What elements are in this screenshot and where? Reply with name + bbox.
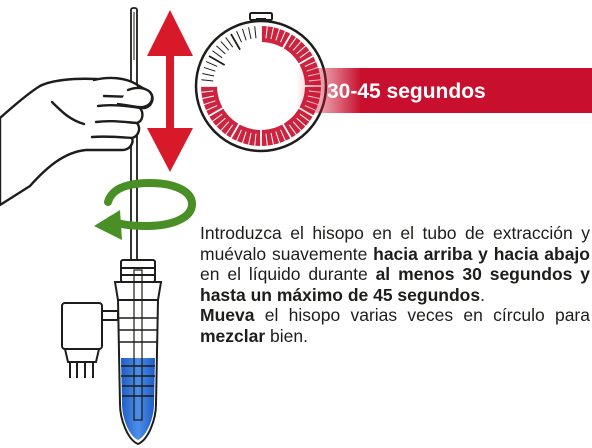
stopwatch-tick xyxy=(280,30,286,43)
circular-rotation-arrow-icon xyxy=(94,178,196,240)
stopwatch-tick xyxy=(202,95,215,99)
stopwatch-tick xyxy=(230,33,241,51)
stopwatch-tick xyxy=(288,124,297,135)
stopwatch-tick xyxy=(248,27,252,40)
stopwatch-tick xyxy=(280,129,286,142)
stopwatch-tick xyxy=(208,55,226,66)
stopwatch-tick xyxy=(203,66,216,72)
instruction-emphasis: al menos 30 segundos y hasta un máximo d… xyxy=(200,264,590,305)
stopwatch-tick xyxy=(203,100,216,106)
stopwatch-tick xyxy=(205,105,218,111)
instruction-paragraph-2: Mueva el hisopo varias veces en círculo … xyxy=(200,305,590,346)
timer-label: 30-45 segundos xyxy=(327,80,486,103)
stopwatch-tick xyxy=(225,124,234,135)
stopwatch-tick xyxy=(265,133,268,146)
stopwatch-tick xyxy=(212,113,223,122)
stopwatch-tick xyxy=(230,121,241,139)
instruction-paragraph-1: Introduzca el hisopo en el tubo de extra… xyxy=(200,223,590,305)
instruction-emphasis: hacia arriba y hacia abajo xyxy=(373,243,590,264)
stopwatch-tick xyxy=(299,50,310,59)
stopwatch-tick xyxy=(281,33,292,51)
extraction-tube-icon xyxy=(61,259,163,446)
stopwatch-tick xyxy=(220,121,230,131)
hand-holding-swab-icon xyxy=(0,76,154,207)
stopwatch-tick xyxy=(205,61,218,67)
stopwatch-tick xyxy=(275,131,281,144)
stopwatch-tick xyxy=(201,90,214,93)
instruction-text: . xyxy=(480,284,485,305)
instruction-text: bien. xyxy=(265,325,308,346)
up-down-arrow-icon xyxy=(147,10,193,172)
instruction-emphasis: Mueva xyxy=(200,305,255,325)
stopwatch-tick xyxy=(265,26,268,39)
stopwatch-tick xyxy=(296,117,306,127)
stopwatch-tick xyxy=(254,133,257,146)
stopwatch-tick xyxy=(254,26,257,39)
instruction-text: el hisopo varias veces en círculo para xyxy=(254,305,590,325)
stopwatch-tick xyxy=(201,79,214,82)
stopwatch-tick xyxy=(292,121,302,131)
instruction-text: Introduzca el hisopo en el tubo de extra… xyxy=(200,223,590,264)
instruction-emphasis: mezclar xyxy=(200,325,266,346)
stopwatch-tick xyxy=(281,121,292,139)
stopwatch-tick xyxy=(275,28,281,41)
stopwatch-tick xyxy=(212,50,223,59)
stopwatch-tick xyxy=(236,129,242,142)
stopwatch-tick xyxy=(248,132,252,145)
stopwatch-tick xyxy=(236,30,242,43)
stopwatch-tick xyxy=(296,55,314,66)
instruction-text: en el líquido durante xyxy=(200,264,376,284)
timer-badge: 30-45 segundos xyxy=(296,68,592,113)
stopwatch-tick xyxy=(270,27,274,40)
stopwatch-tick xyxy=(241,131,247,144)
stopwatch-tick xyxy=(296,45,306,55)
stopwatch-tick xyxy=(225,37,234,48)
stopwatch-tick xyxy=(288,37,297,48)
stopwatch-tick xyxy=(220,41,230,51)
stopwatch-tick xyxy=(292,41,302,51)
stopwatch-tick xyxy=(241,28,247,41)
instructions: Introduzca el hisopo en el tubo de extra… xyxy=(200,223,590,346)
stopwatch-tick xyxy=(304,61,317,67)
stopwatch-tick xyxy=(299,113,310,122)
stopwatch-tick xyxy=(216,117,226,127)
stopwatch-tick xyxy=(270,132,274,145)
stopwatch-tick xyxy=(216,45,226,55)
stopwatch-tick xyxy=(208,106,226,117)
stopwatch-tick xyxy=(202,73,215,77)
